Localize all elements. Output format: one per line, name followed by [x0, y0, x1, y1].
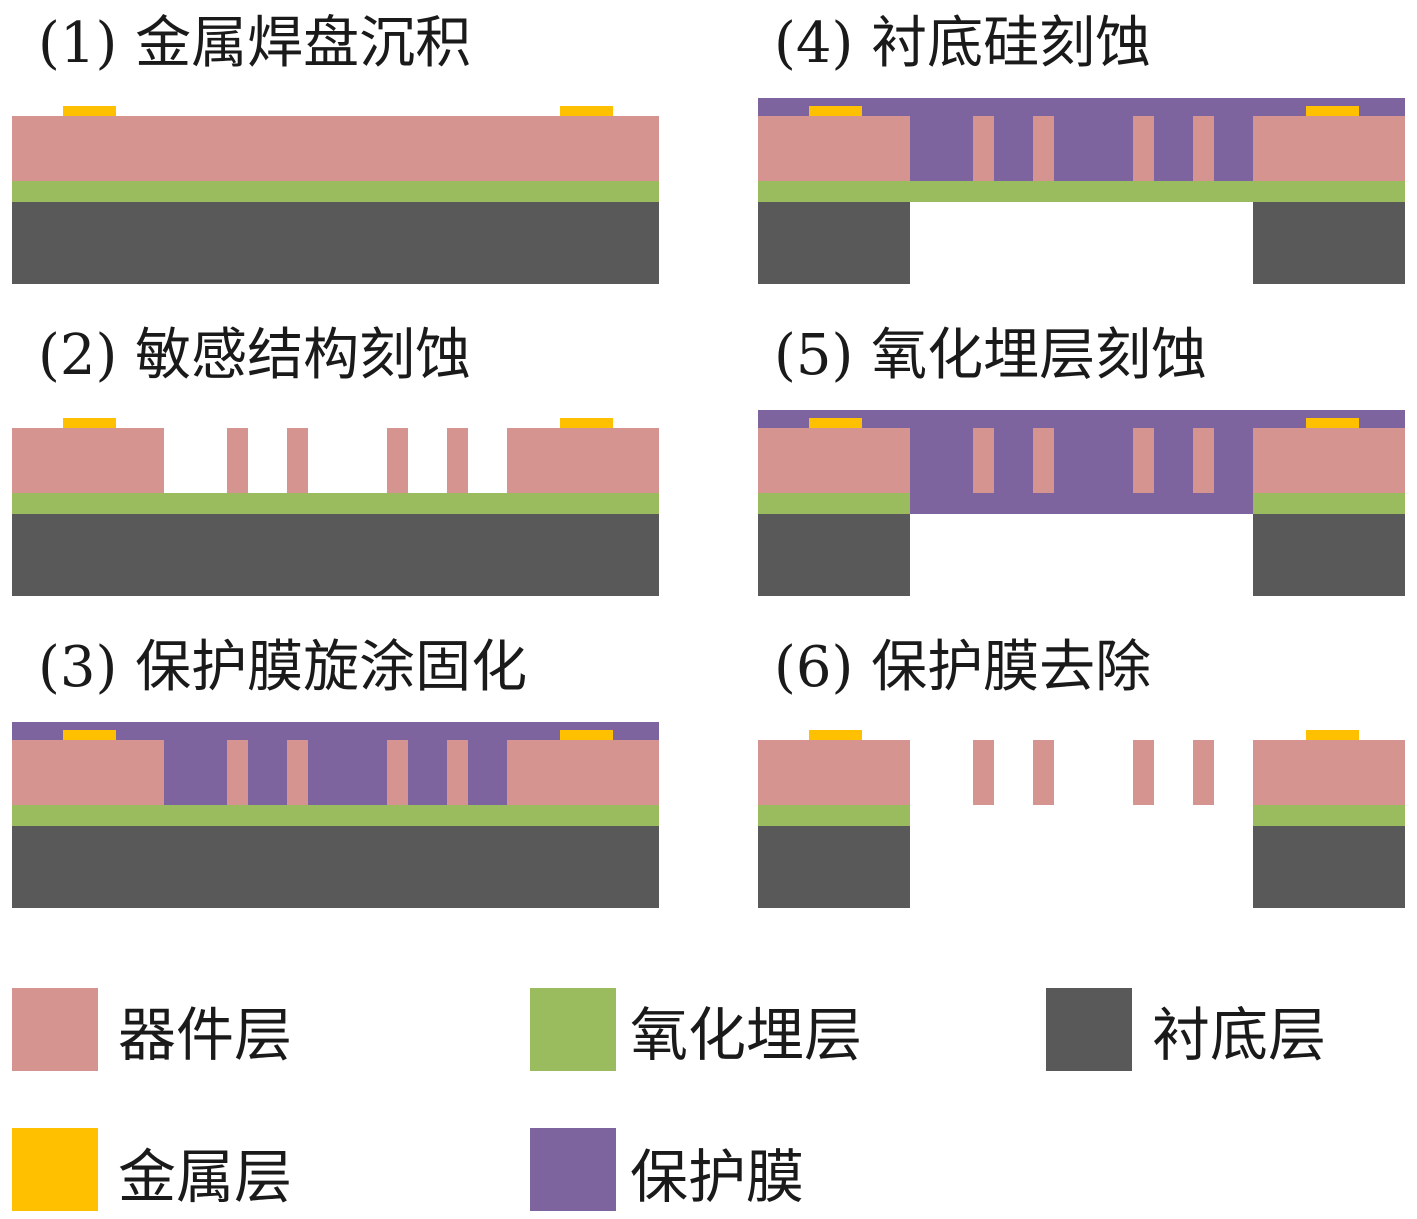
legend-item-protective-film: 保护膜: [530, 1128, 804, 1211]
legend-label-metal-layer: 金属层: [118, 1143, 292, 1211]
substrate-right: [1253, 514, 1405, 596]
legend-swatch-substrate: [1046, 988, 1132, 1071]
buried-oxide: [12, 805, 659, 826]
step-5-title: (5) 氧化埋层刻蚀: [774, 323, 1207, 388]
sensing-beam: [227, 740, 248, 805]
sensing-beam: [227, 428, 248, 493]
sensing-beam: [973, 116, 994, 181]
buried-oxide-left: [758, 493, 910, 514]
metal-pad-right: [560, 730, 613, 740]
device-anchor-right: [507, 740, 659, 805]
sensing-beam: [1193, 116, 1214, 181]
legend-item-device-layer: 器件层: [12, 988, 292, 1071]
metal-pad-left: [809, 106, 862, 116]
sensing-beam: [973, 428, 994, 493]
substrate-left: [758, 826, 910, 908]
legend-swatch-protective-film: [530, 1128, 616, 1211]
device-anchor-left: [758, 428, 910, 493]
device-anchor-left: [12, 428, 164, 493]
legend-label-protective-film: 保护膜: [630, 1143, 804, 1211]
metal-pad-right: [1306, 418, 1359, 428]
legend-swatch-device-layer: [12, 988, 98, 1071]
step-4-cross-section: [758, 98, 1405, 284]
buried-oxide: [12, 181, 659, 202]
sensing-beam: [1033, 428, 1054, 493]
substrate-right: [1253, 202, 1405, 284]
step-1-cross-section: [12, 106, 659, 284]
legend: 器件层 氧化埋层 衬底层 金属层 保护膜: [12, 988, 1326, 1211]
device-anchor-left: [758, 740, 910, 805]
metal-pad-right: [1306, 730, 1359, 740]
sensing-beam: [447, 428, 468, 493]
sensing-beam: [1193, 428, 1214, 493]
device-anchor-right: [1253, 428, 1405, 493]
step-2-title: (2) 敏感结构刻蚀: [38, 323, 471, 388]
sensing-beam: [1193, 740, 1214, 805]
substrate-left: [758, 514, 910, 596]
metal-pad-left: [809, 418, 862, 428]
device-anchor-left: [758, 116, 910, 181]
sensing-beam: [387, 428, 408, 493]
metal-pad-left: [809, 730, 862, 740]
legend-item-buried-oxide: 氧化埋层: [530, 988, 862, 1071]
substrate-right: [1253, 826, 1405, 908]
substrate: [12, 202, 659, 284]
legend-item-substrate: 衬底层: [1046, 988, 1326, 1071]
sensing-beam: [1133, 740, 1154, 805]
legend-label-device-layer: 器件层: [118, 1001, 292, 1069]
device-layer: [12, 116, 659, 181]
buried-oxide-right: [1253, 805, 1405, 826]
buried-oxide-left: [758, 805, 910, 826]
sensing-beam: [973, 740, 994, 805]
metal-pad-right: [1306, 106, 1359, 116]
sensing-beam: [1033, 740, 1054, 805]
step-2-cross-section: [12, 418, 659, 596]
metal-pad-right: [560, 106, 613, 116]
legend-label-buried-oxide: 氧化埋层: [630, 1001, 862, 1069]
device-anchor-left: [12, 740, 164, 805]
device-anchor-right: [1253, 740, 1405, 805]
substrate: [12, 826, 659, 908]
step-5-cross-section: [758, 410, 1405, 596]
step-6-title: (6) 保护膜去除: [774, 635, 1151, 700]
buried-oxide: [758, 181, 1405, 202]
device-anchor-right: [1253, 116, 1405, 181]
metal-pad-right: [560, 418, 613, 428]
sensing-beam: [387, 740, 408, 805]
legend-swatch-buried-oxide: [530, 988, 616, 1071]
step-4-title: (4) 衬底硅刻蚀: [774, 11, 1151, 76]
sensing-beam: [1033, 116, 1054, 181]
sensing-beam: [287, 740, 308, 805]
legend-label-substrate: 衬底层: [1152, 1001, 1326, 1069]
step-3-cross-section: [12, 722, 659, 908]
legend-swatch-metal-layer: [12, 1128, 98, 1211]
buried-oxide-right: [1253, 493, 1405, 514]
sensing-beam: [1133, 428, 1154, 493]
sensing-beam: [1133, 116, 1154, 181]
metal-pad-left: [63, 730, 116, 740]
substrate-left: [758, 202, 910, 284]
sensing-beam: [287, 428, 308, 493]
step-3-title: (3) 保护膜旋涂固化: [38, 635, 527, 700]
step-6-cross-section: [758, 730, 1405, 908]
metal-pad-left: [63, 418, 116, 428]
sensing-beam: [447, 740, 468, 805]
substrate: [12, 514, 659, 596]
device-anchor-right: [507, 428, 659, 493]
metal-pad-left: [63, 106, 116, 116]
buried-oxide: [12, 493, 659, 514]
step-1-title: (1) 金属焊盘沉积: [38, 11, 471, 76]
legend-item-metal-layer: 金属层: [12, 1128, 292, 1211]
